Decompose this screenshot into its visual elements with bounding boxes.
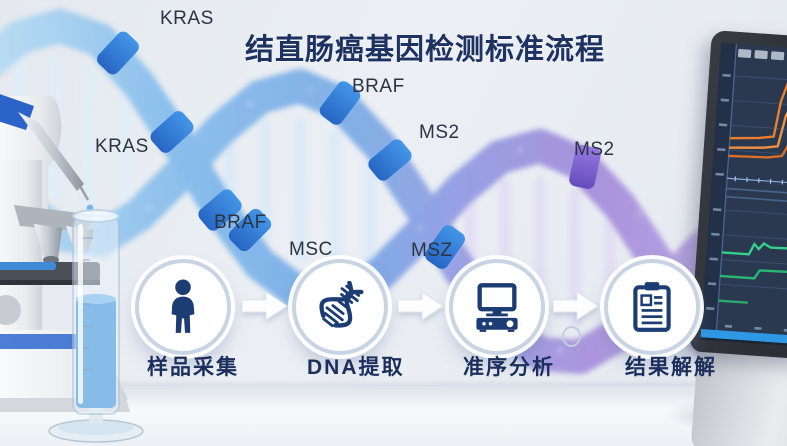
gene-label-msz: MSZ: [411, 240, 453, 261]
sequencer-icon: [476, 283, 518, 332]
person-icon: [171, 279, 195, 333]
step-circle-result-interpretation: [604, 259, 700, 355]
small-circle-marker: [562, 326, 581, 347]
flow-arrow-1: [242, 291, 288, 321]
step-circle-dna-extraction: [292, 259, 388, 355]
gene-label-ms2-middle: MS2: [419, 122, 460, 143]
gene-label-msc: MSC: [289, 239, 333, 260]
step-label-sample-collection: 样品采集: [147, 356, 239, 379]
gene-label-braf-lower: BRAF: [214, 212, 267, 233]
gene-label-kras-left: KRAS: [95, 136, 149, 157]
pipette-illustration: [0, 94, 94, 212]
graduated-cylinder-illustration: [48, 209, 144, 443]
gene-label-kras-top: KRAS: [160, 8, 214, 29]
gene-label-ms2-right: MS2: [574, 139, 615, 160]
page-title: 结直肠癌基因检测标准流程: [244, 34, 605, 66]
step-label-dna-extraction: DNA提取: [307, 356, 405, 379]
monitor-illustration: [683, 30, 787, 446]
report-icon: [633, 282, 671, 332]
helix-marker-bands: [97, 31, 601, 269]
flow-arrow-3: [553, 291, 599, 321]
step-circle-sequencing-analysis: [449, 259, 545, 355]
step-circle-sample-collection: [135, 259, 231, 355]
gene-label-braf-upper: BRAF: [352, 76, 405, 97]
flow-arrow-2: [398, 291, 444, 321]
step-label-result-interpretation: 结果解解: [625, 356, 717, 379]
screen-charts: [700, 42, 787, 348]
dna-icon: [319, 281, 364, 328]
step-label-sequencing-analysis: 准序分析: [463, 356, 555, 379]
